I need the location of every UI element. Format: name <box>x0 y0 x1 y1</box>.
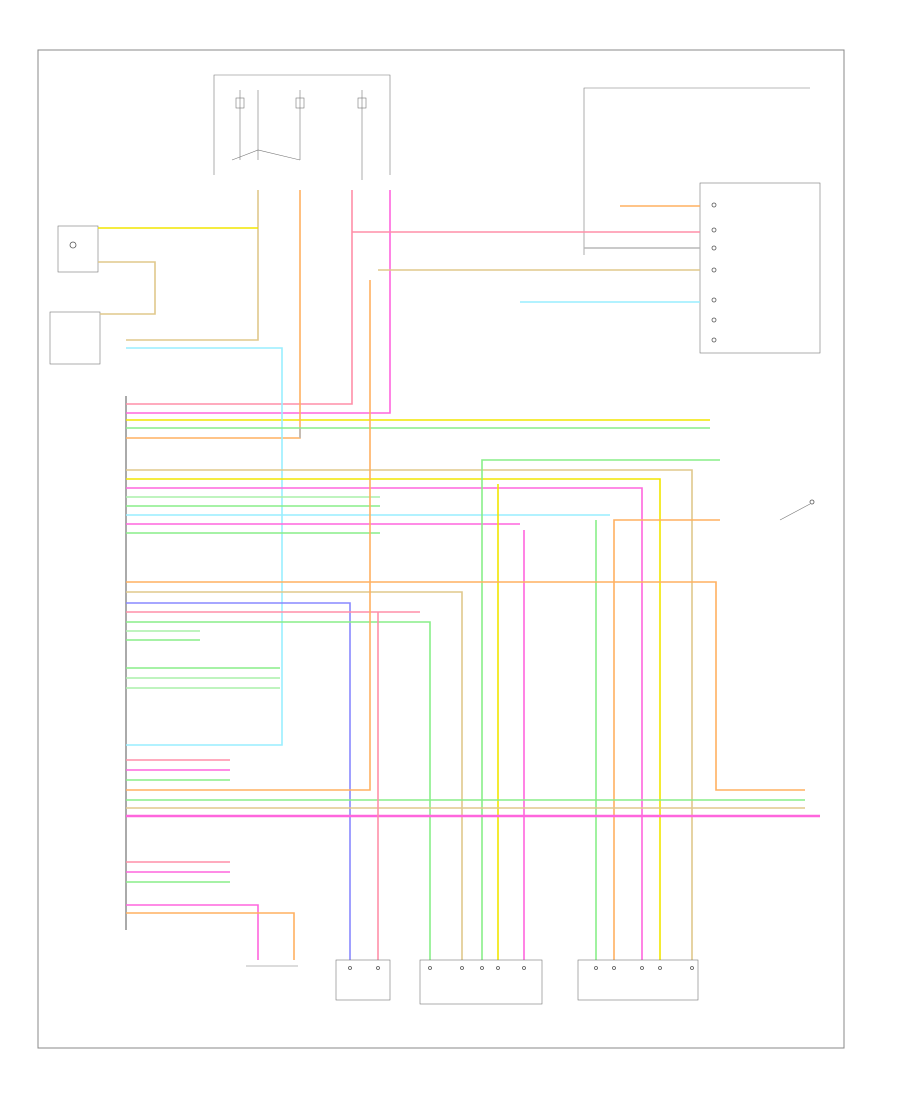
wire-red <box>126 190 353 405</box>
wire-orange-bottom <box>126 280 371 791</box>
actuator-2 <box>335 959 391 1001</box>
wire-cyan-left <box>126 347 283 746</box>
wire-orange-vertical <box>613 519 720 960</box>
diagram-frame <box>37 49 845 1049</box>
wire-pink-actuator <box>126 904 259 960</box>
wire-orange-lower <box>126 581 805 791</box>
actuator-4 <box>577 959 699 1001</box>
wire-orange-actuator <box>126 912 295 960</box>
climate-control-sensor <box>583 87 821 354</box>
wire-tan <box>126 190 259 341</box>
wire-pink-mid <box>126 487 643 960</box>
fuse-box <box>213 74 391 180</box>
left-sensor <box>49 225 101 365</box>
wire-green-vertical <box>481 459 720 960</box>
wire-tan-mid <box>126 469 693 960</box>
wire-tan-lower <box>126 591 463 960</box>
mode-switch <box>779 499 815 521</box>
wire-tan-left-sensor <box>98 261 156 315</box>
actuator-3 <box>419 959 543 1005</box>
wire-yellow-mid <box>126 478 661 960</box>
wire-blue-lower <box>126 602 351 960</box>
wire-green-lower <box>126 621 431 960</box>
wire-pink <box>126 190 391 414</box>
